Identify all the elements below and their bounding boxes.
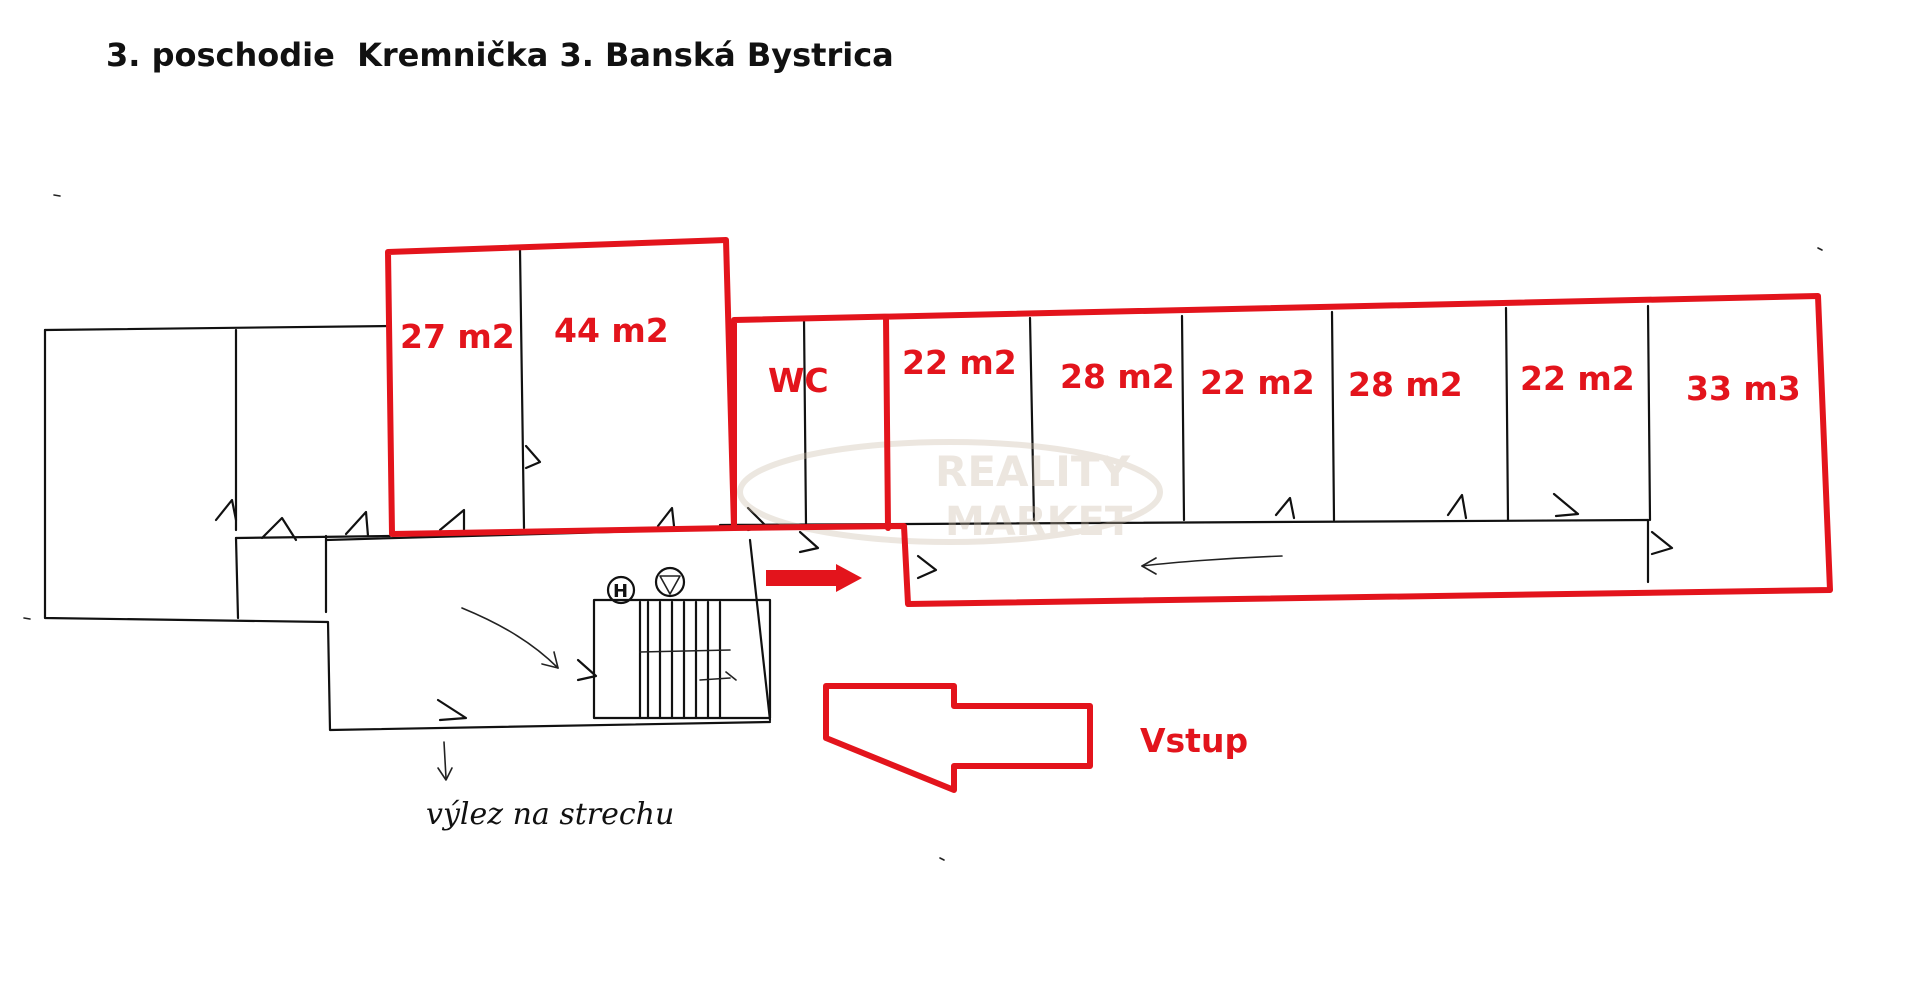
room-label-22c: 22 m2 <box>1520 359 1635 398</box>
room-labels: 27 m2 44 m2 WC 22 m2 28 m2 22 m2 28 m2 2… <box>400 311 1801 408</box>
entrance-arrow-icon <box>823 683 1093 793</box>
entrance-label: Vstup <box>1140 721 1248 760</box>
room-label-44: 44 m2 <box>554 311 669 350</box>
corridor-arrow-icon <box>766 564 862 592</box>
room-label-22b: 22 m2 <box>1200 363 1315 402</box>
watermark-line1: REALITY <box>935 447 1131 496</box>
room-label-22a: 22 m2 <box>902 343 1017 382</box>
stair-symbol-h: H <box>613 581 628 602</box>
room-label-28a: 28 m2 <box>1060 357 1175 396</box>
handwritten-note: výlez na strechu <box>426 797 674 832</box>
rented-spaces-outline <box>385 237 1833 607</box>
page-title: 3. poschodie Kremnička 3. Banská Bystric… <box>106 36 894 74</box>
watermark-line2: MARKET <box>945 499 1133 545</box>
room-label-wc: WC <box>768 361 829 400</box>
room-label-27: 27 m2 <box>400 317 515 356</box>
floor-plan-outline <box>43 248 1674 781</box>
watermark-logo: REALITY MARKET <box>737 439 1163 545</box>
room-label-33: 33 m3 <box>1686 369 1801 408</box>
room-label-28b: 28 m2 <box>1348 365 1463 404</box>
